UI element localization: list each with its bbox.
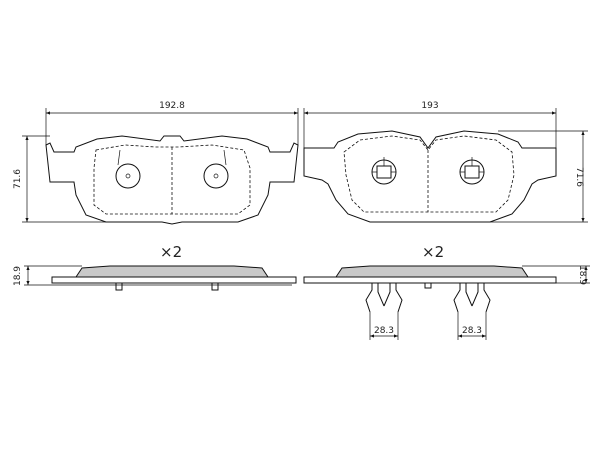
left-pad-side-view	[51, 265, 297, 291]
left-width-dimension: 192.8	[45, 101, 299, 145]
right-width-dimension: 193	[303, 101, 557, 148]
clip-span-dimension-b: 28.3	[458, 326, 486, 338]
right-width-label: 193	[421, 101, 438, 111]
right-quantity-label: ×2	[422, 243, 444, 261]
right-thickness-dimension: 18.9	[522, 265, 590, 285]
right-thickness-label: 18.9	[577, 265, 587, 285]
left-height-dimension: 71.6	[13, 135, 106, 223]
right-pad-side-view	[303, 265, 557, 340]
left-thickness-label: 18.9	[13, 266, 23, 286]
left-thickness-dimension: 18.9	[13, 265, 82, 286]
left-width-label: 192.8	[159, 101, 185, 111]
left-height-label: 71.6	[13, 169, 23, 189]
right-height-dimension: 71.6	[490, 130, 588, 223]
right-pad-front-view	[303, 130, 557, 223]
left-quantity-label: ×2	[160, 243, 182, 261]
left-spring-clip	[365, 283, 403, 340]
clip-span-b-label: 28.3	[462, 326, 482, 336]
left-pad-front-view	[45, 135, 299, 225]
clip-span-a-label: 28.3	[374, 326, 394, 336]
clip-span-dimension-a: 28.3	[370, 326, 398, 338]
right-height-label: 71.6	[574, 167, 584, 187]
